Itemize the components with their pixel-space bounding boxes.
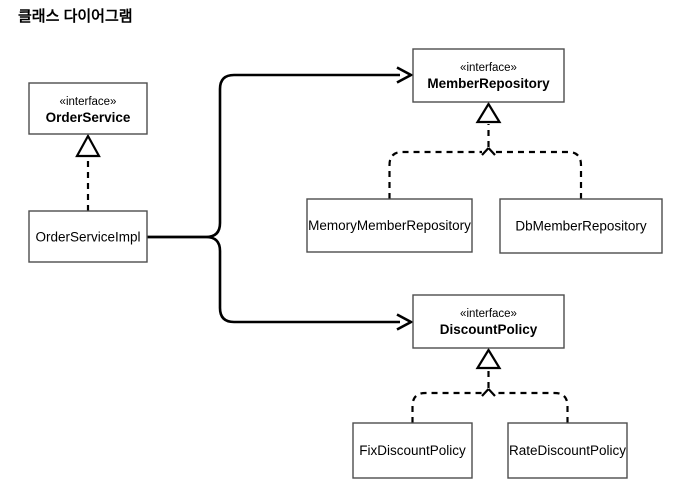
- class-name-order-service-impl: OrderServiceImpl: [35, 230, 140, 245]
- class-box-fix-discount-policy: [352, 422, 473, 479]
- stereotype-discount-policy: «interface»: [460, 308, 517, 320]
- class-name-memory-member-repository: MemoryMemberRepository: [308, 218, 471, 233]
- realization-line-rate-discount-policy: [495, 391, 569, 423]
- realization-line-fix-discount-policy: [411, 391, 482, 423]
- class-box-rate-discount-policy: [507, 422, 628, 479]
- class-name-discount-policy: DiscountPolicy: [440, 322, 538, 337]
- class-box-memory-member-repository: [306, 198, 473, 253]
- class-box-order-service-impl: [28, 210, 148, 263]
- class-name-member-repository: MemberRepository: [427, 76, 550, 91]
- realization-triangle-discount-policy: [475, 347, 502, 370]
- realization-triangle-order-service: [75, 133, 101, 158]
- class-name-order-service: OrderService: [46, 110, 131, 125]
- class-name-db-member-repository: DbMemberRepository: [515, 219, 647, 234]
- class-name-fix-discount-policy: FixDiscountPolicy: [359, 443, 466, 458]
- realization-junction-discount-policy: [481, 388, 496, 397]
- dependency-line-member-repository: [147, 73, 400, 239]
- realization-junction-member-repository: [481, 147, 496, 156]
- class-name-rate-discount-policy: RateDiscountPolicy: [509, 443, 626, 458]
- dependency-arrowhead-discount-policy: [396, 313, 414, 331]
- stereotype-order-service: «interface»: [60, 96, 117, 108]
- class-box-db-member-repository: [499, 198, 663, 254]
- class-box-order-service: [28, 82, 148, 135]
- dependency-line-discount-policy: [147, 235, 400, 324]
- dependency-arrowhead-member-repository: [396, 66, 414, 84]
- realization-line-memory-member-repository: [388, 150, 482, 199]
- stereotype-member-repository: «interface»: [460, 62, 517, 74]
- realization-triangle-member-repository: [475, 101, 502, 124]
- realization-line-db-member-repository: [495, 150, 583, 199]
- class-box-discount-policy: [412, 294, 565, 349]
- class-box-member-repository: [412, 48, 565, 103]
- page-title: 클래스 다이어그램: [18, 7, 133, 25]
